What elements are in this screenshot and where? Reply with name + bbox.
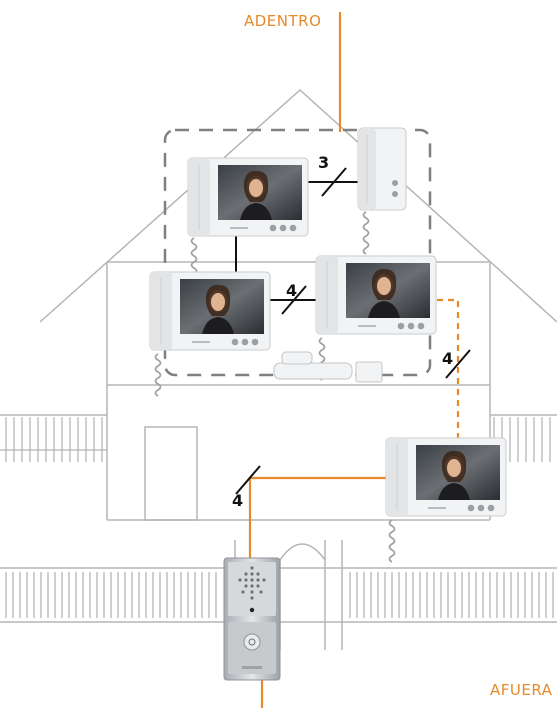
handset-cord-icon — [154, 353, 162, 397]
door-entry-panel — [223, 557, 281, 681]
inside-zone-boundary — [163, 128, 432, 377]
fence-bottom — [5, 572, 554, 618]
wire-marker-middle: 4 — [281, 281, 307, 315]
wire-marker-door: 4 — [232, 465, 261, 510]
camera-lens-icon — [249, 607, 255, 613]
link-door — [248, 476, 387, 560]
link-side-dashed — [437, 298, 460, 440]
fence-left — [0, 417, 107, 462]
speaker-grille-icon — [238, 566, 266, 600]
wire-marker-top: 3 — [318, 153, 347, 197]
desk-accessories — [273, 351, 383, 383]
wire-marker-side: 4 — [442, 349, 471, 379]
wire-count-side: 4 — [442, 349, 453, 368]
video-monitor-lower-right — [385, 437, 507, 563]
wire-count-top: 3 — [318, 153, 329, 172]
handset-cord-icon — [362, 211, 370, 255]
video-monitor-middle-left — [149, 271, 271, 397]
outside-label: AFUERA — [490, 681, 553, 699]
video-monitor-middle-right — [315, 255, 437, 381]
wire-count-door: 4 — [232, 491, 243, 510]
inside-label: ADENTRO — [244, 12, 321, 30]
handset-cord-icon — [388, 519, 396, 563]
call-button-icon — [243, 633, 261, 651]
wire-count-middle: 4 — [286, 281, 297, 300]
desk-phone-upper-right — [357, 127, 407, 255]
